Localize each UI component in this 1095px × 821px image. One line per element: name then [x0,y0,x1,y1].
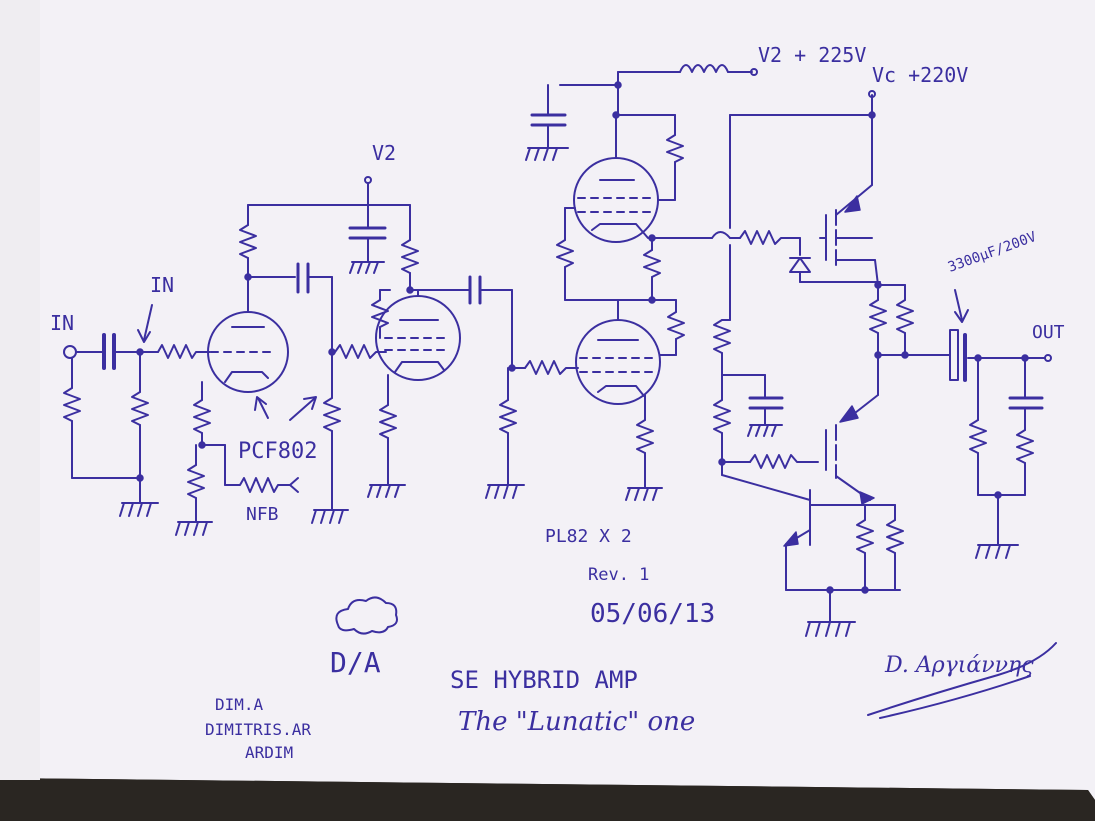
pl82-tubes [485,64,758,501]
label-revision: Rev. 1 [588,565,649,585]
output-stage [944,289,1052,559]
label-pl82: PL82 X 2 [545,526,632,547]
v2-decoupling [348,176,419,291]
signature-flourish [867,642,1057,719]
signature: D. Αργιάννης [884,653,1034,678]
label-logo-da: D/A [330,646,381,679]
author-line-1: DIM.A [215,695,264,714]
author-line-3: ARDIM [245,743,293,762]
tube-2-pentode [334,275,513,498]
author-line-2: DIMITRIS.AR [205,720,311,739]
label-v2-top: V2 [372,141,396,165]
label-vc-supply: Vc +220V [872,63,968,87]
label-out: OUT [1032,322,1065,343]
label-v2-supply: V2 + 225V [758,43,866,67]
label-date: 05/06/13 [590,599,715,629]
tube-1-triode [175,204,411,536]
label-nfb: NFB [246,504,279,525]
transistor-stage [711,90,946,637]
cloud-logo-icon [335,596,398,635]
label-in-left: IN [50,311,74,335]
paper-sheet [0,0,1095,800]
title-line-2: The "Lunatic" one [458,707,695,737]
label-tube-pcf802: PCF802 [238,439,317,464]
title-line-1: SE HYBRID AMP [450,666,638,694]
label-in-arrow: IN [150,273,174,297]
